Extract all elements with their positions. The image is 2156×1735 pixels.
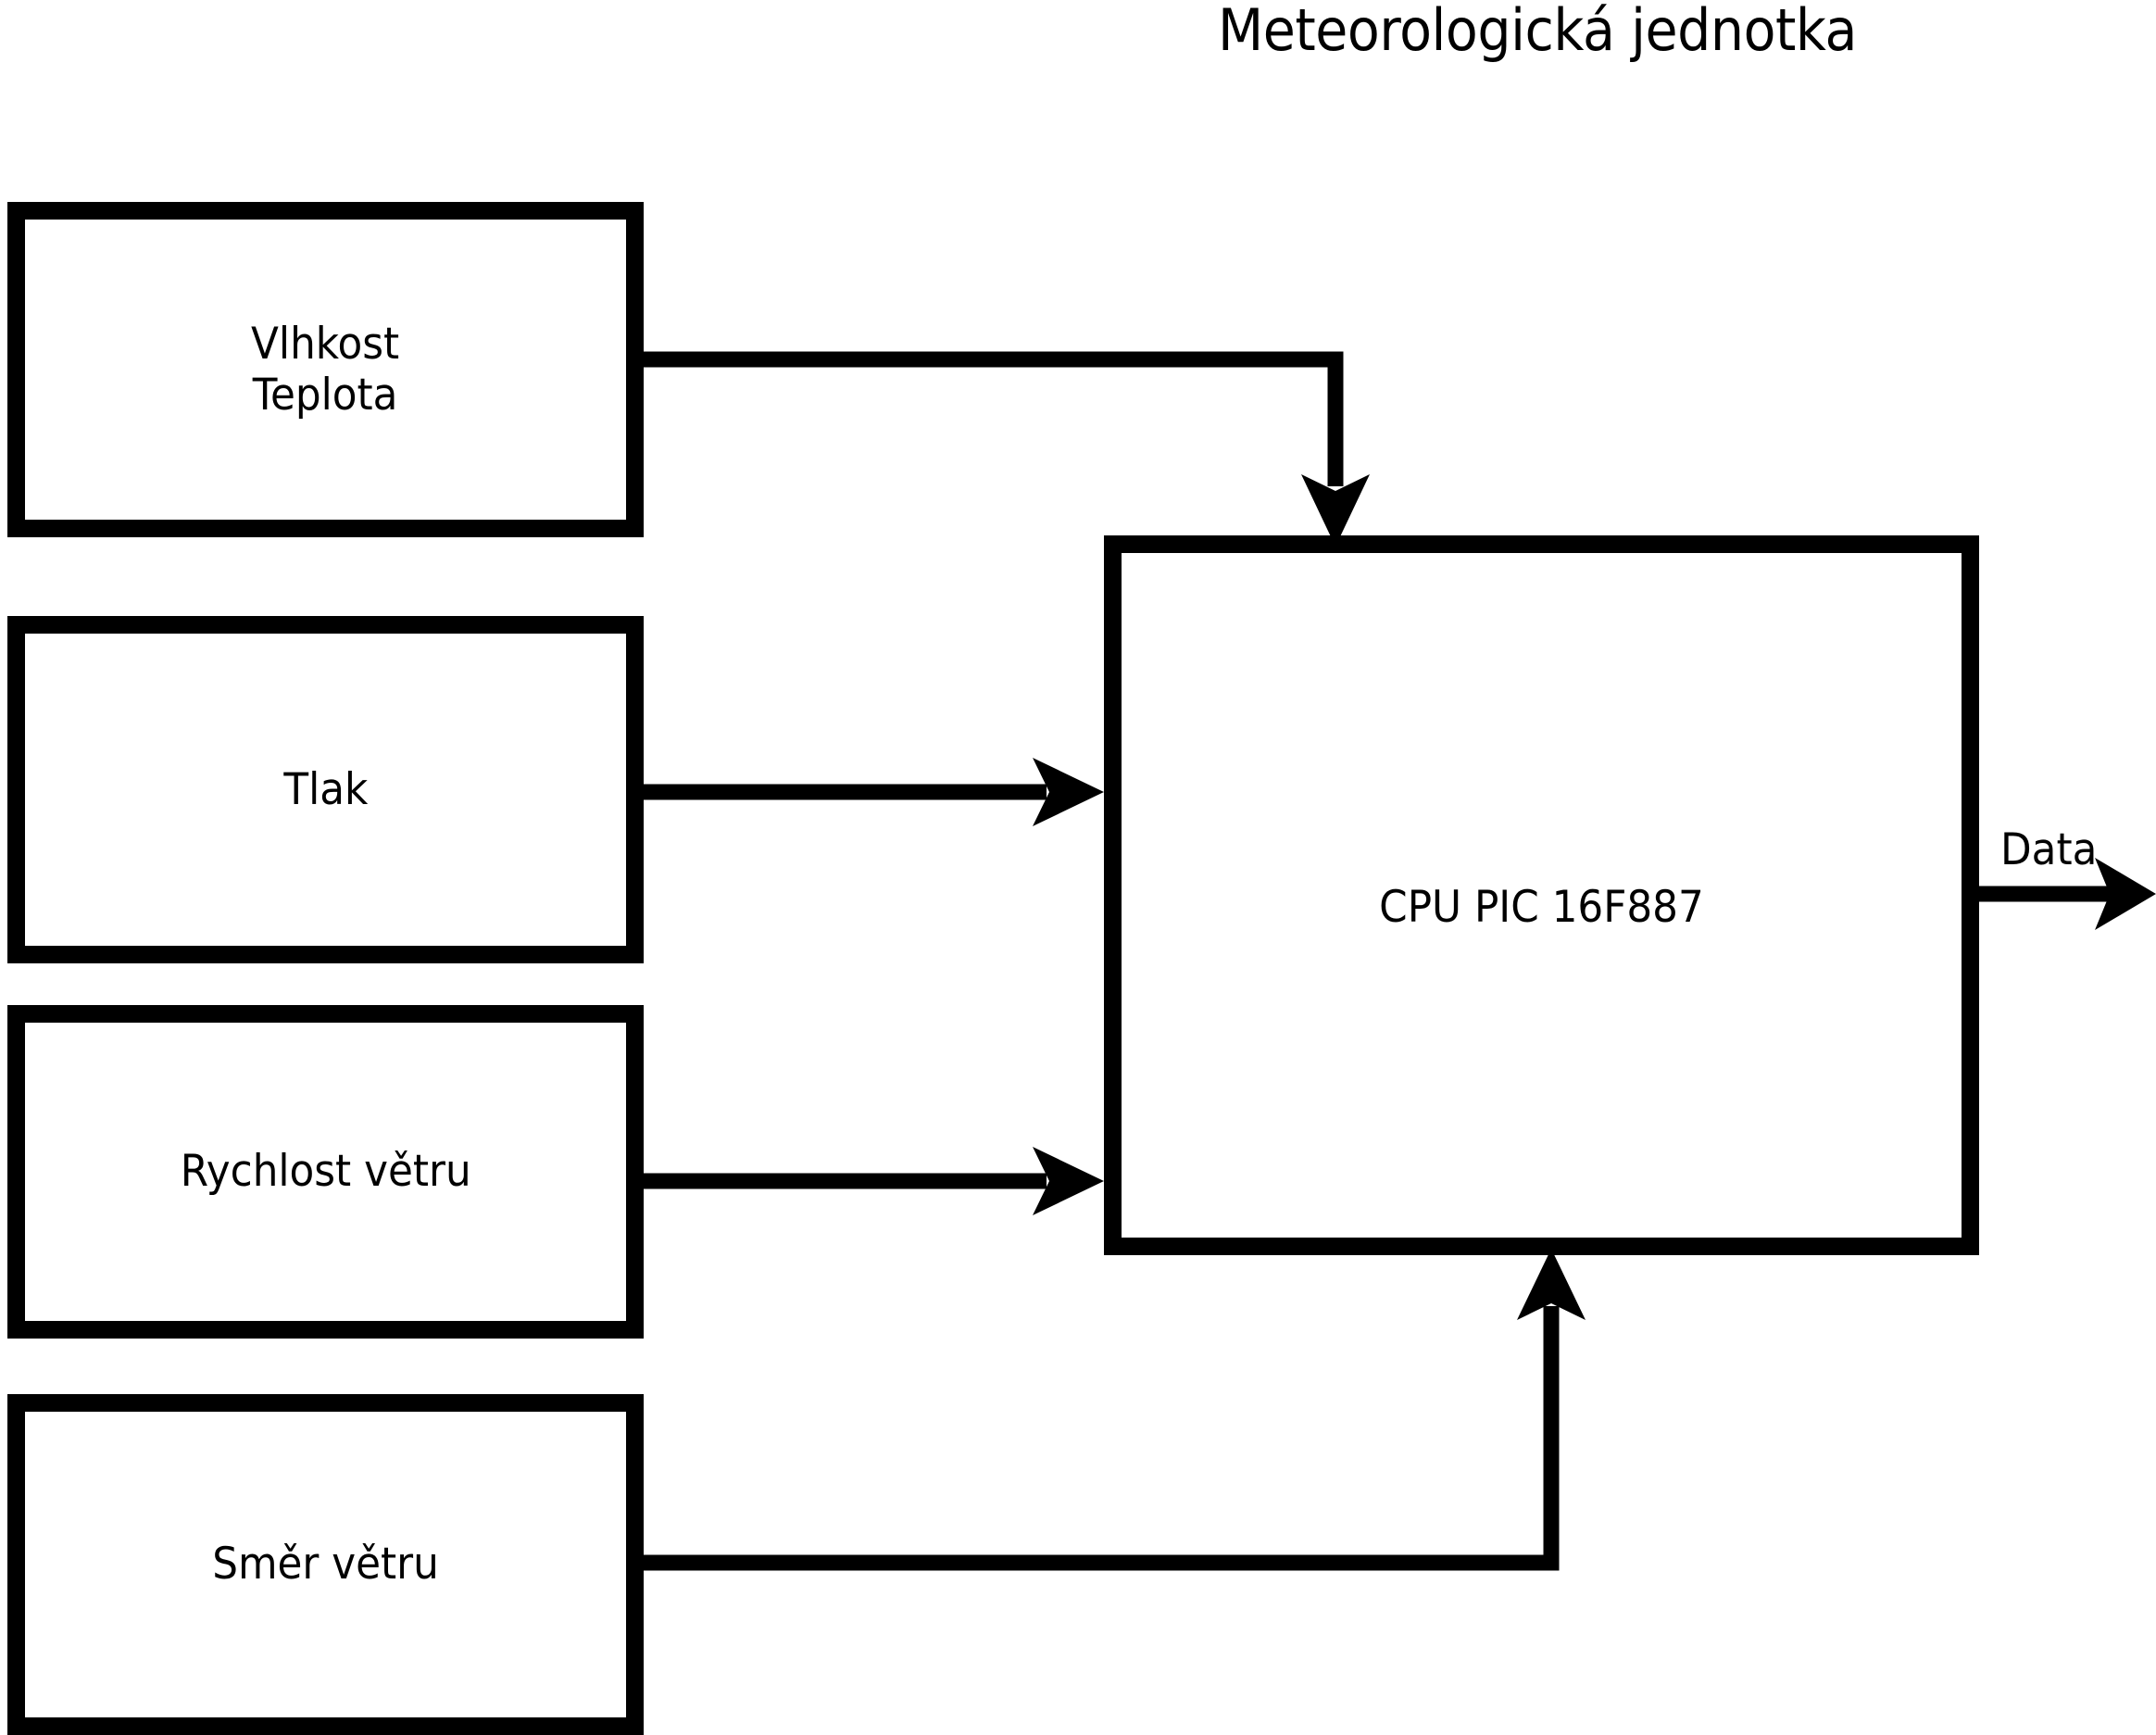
block-pressure-label: Tlak: [283, 763, 368, 815]
block-cpu[interactable]: CPU PIC 16F887: [1104, 535, 1979, 1255]
block-wind-direction-label: Směr větru: [212, 1539, 439, 1590]
connector-humidity-temperature-to-cpu: [639, 351, 1370, 547]
block-wind-direction[interactable]: Směr větru: [7, 1394, 644, 1735]
block-cpu-label: CPU PIC 16F887: [1379, 882, 1704, 933]
arrowhead-icon: [1033, 1147, 1104, 1215]
block-wind-speed-label: Rychlost větru: [180, 1146, 471, 1198]
block-wind-speed[interactable]: Rychlost větru: [7, 1005, 644, 1339]
block-humidity-temperature-label: Vlhkost Teplota: [251, 318, 400, 421]
arrowhead-icon: [1033, 758, 1104, 826]
block-humidity-temperature[interactable]: Vlhkost Teplota: [7, 202, 644, 537]
connector-pressure-to-cpu: [639, 758, 1104, 826]
connector-wind-direction-to-cpu: [639, 1249, 1586, 1571]
data-output-label: Data: [2000, 824, 2098, 875]
connector-wind-speed-to-cpu: [639, 1147, 1104, 1215]
arrowhead-icon: [1517, 1249, 1586, 1320]
block-pressure[interactable]: Tlak: [7, 616, 644, 963]
page-title: Meteorologická jednotka: [1218, 0, 1857, 64]
arrowhead-icon: [2095, 858, 2156, 930]
